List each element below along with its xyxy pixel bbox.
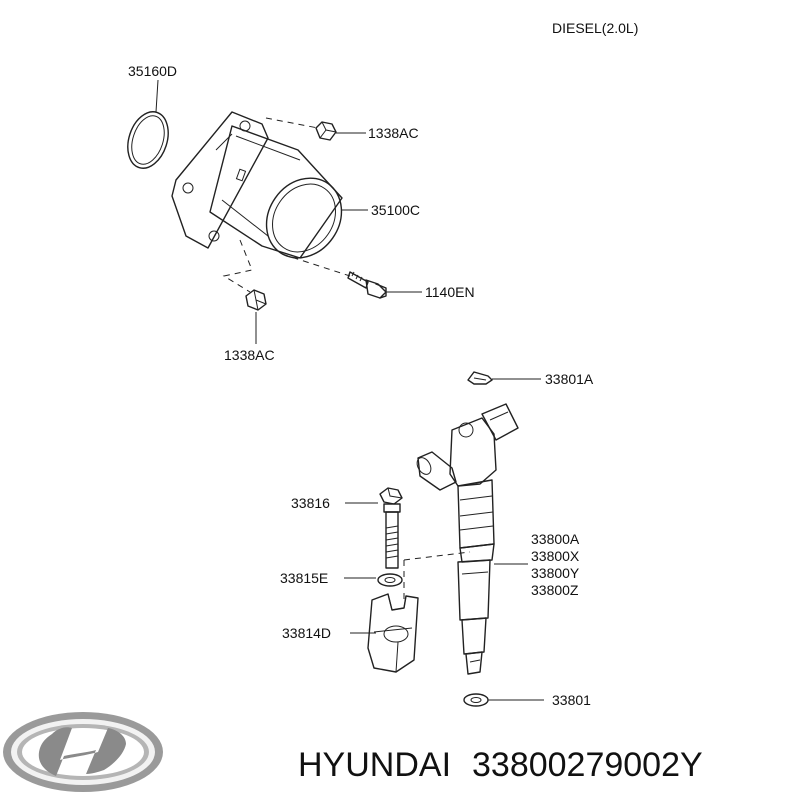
label-nut-top: 1338AC xyxy=(368,125,419,141)
clamp-part xyxy=(367,593,419,673)
label-nut-bottom: 1338AC xyxy=(224,347,275,363)
engine-label: DIESEL(2.0L) xyxy=(552,20,638,36)
nut-bottom-part xyxy=(245,289,267,311)
injector-part xyxy=(416,403,519,675)
hyundai-logo-icon xyxy=(3,712,163,792)
clip-part xyxy=(467,371,493,385)
flange-bolt-part xyxy=(347,271,387,299)
dashed-guide-line xyxy=(403,551,471,561)
seal-washer-part xyxy=(463,693,489,707)
label-clip: 33801A xyxy=(545,371,594,387)
label-flange-bolt: 1140EN xyxy=(425,284,475,300)
leader-line xyxy=(155,79,159,113)
label-injector-x: 33800X xyxy=(531,548,580,564)
dashed-guide-line xyxy=(281,253,351,277)
washer-part xyxy=(377,573,403,587)
nut-top-part xyxy=(315,121,337,141)
label-seal-washer: 33801 xyxy=(552,692,591,708)
label-housing: 35100C xyxy=(371,202,420,218)
label-clamp-bolt: 33816 xyxy=(291,495,330,511)
label-washer: 33815E xyxy=(280,570,328,586)
label-clamp: 33814D xyxy=(282,625,331,641)
footer-part-number: 33800279002Y xyxy=(472,746,703,784)
label-injector-z: 33800Z xyxy=(531,582,579,598)
brand-name: HYUNDAI xyxy=(298,746,451,784)
label-o-ring: 35160D xyxy=(128,63,177,79)
o-ring-part xyxy=(127,111,169,169)
dashed-guide-line xyxy=(265,117,319,129)
dashed-guide-line xyxy=(222,239,253,293)
housing-part xyxy=(171,111,343,259)
clamp-bolt-part xyxy=(379,487,403,569)
label-injector-y: 33800Y xyxy=(531,565,580,581)
label-injector-a: 33800A xyxy=(531,531,580,547)
